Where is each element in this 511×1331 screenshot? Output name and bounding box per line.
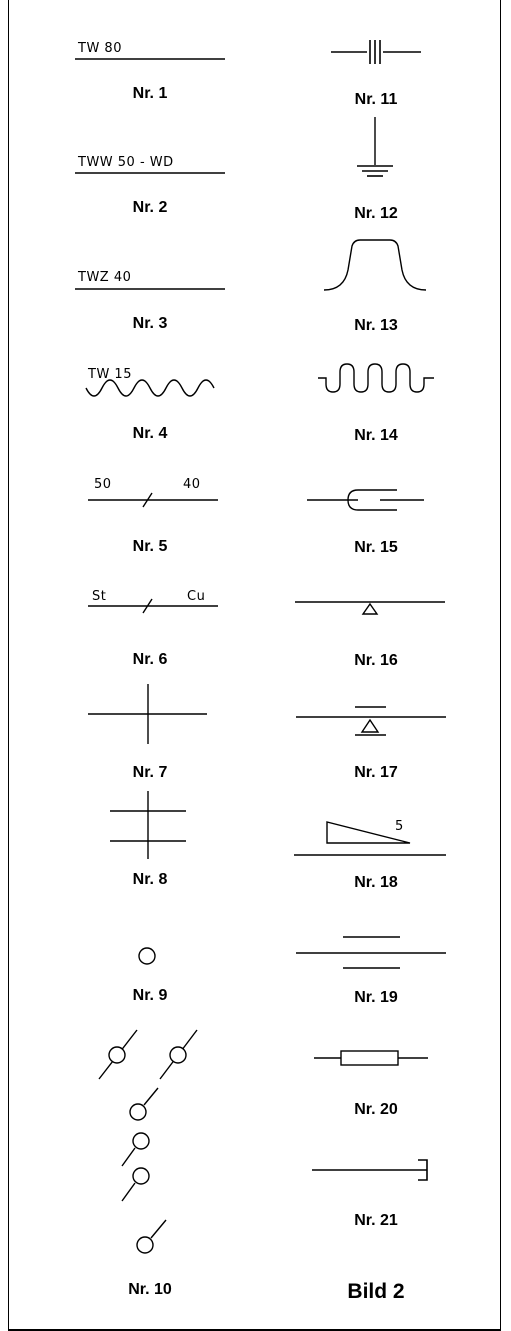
symbol-nr-6: St Cu Nr. 6 <box>88 589 218 668</box>
circle-arrow-icon <box>121 1132 150 1167</box>
symbol-nr-2: TWW 50 - WD Nr. 2 <box>75 155 225 216</box>
symbol-nr-20: Nr. 20 <box>314 1050 428 1118</box>
slope-wedge-icon <box>326 821 411 844</box>
symbol-4-label: Nr. 4 <box>133 425 168 442</box>
symbol-9-label: Nr. 9 <box>133 987 168 1004</box>
triangle-support-icon <box>360 718 380 733</box>
symbol-20-label: Nr. 20 <box>354 1101 398 1118</box>
symbol-18-annotation: 5 <box>395 819 404 834</box>
circle-icon <box>138 947 156 965</box>
circle-arrow-icon <box>121 1167 150 1202</box>
symbol-5-annotation-left: 50 <box>94 477 112 492</box>
symbol-nr-16: Nr. 16 <box>295 601 445 669</box>
symbol-10-label: Nr. 10 <box>128 1281 172 1298</box>
symbol-17-label: Nr. 17 <box>354 764 398 781</box>
wavy-line-icon <box>85 379 215 397</box>
symbol-6-annotation-right: Cu <box>187 589 205 604</box>
symbol-nr-7: Nr. 7 <box>88 684 207 781</box>
symbol-nr-8: Nr. 8 <box>110 791 186 888</box>
symbol-5-annotation-right: 40 <box>183 477 201 492</box>
meander-icon <box>318 363 434 393</box>
figure-frame-bottom <box>8 1329 501 1331</box>
symbol-nr-10: Nr. 10 <box>98 1029 198 1298</box>
expansion-loop-icon <box>323 239 427 291</box>
symbol-8-label: Nr. 8 <box>133 871 168 888</box>
symbol-11-label: Nr. 11 <box>355 91 398 108</box>
symbol-1-label: Nr. 1 <box>133 85 168 102</box>
symbol-nr-21: Nr. 21 <box>312 1159 428 1229</box>
symbol-nr-12: Nr. 12 <box>354 117 398 222</box>
symbol-21-label: Nr. 21 <box>354 1212 398 1229</box>
symbol-13-label: Nr. 13 <box>354 317 398 334</box>
circle-arrow-icon <box>98 1029 138 1080</box>
symbol-nr-17: Nr. 17 <box>296 706 446 781</box>
symbol-5-label: Nr. 5 <box>133 538 168 555</box>
rectangle-fitting-icon <box>340 1050 399 1066</box>
symbol-12-label: Nr. 12 <box>354 205 398 222</box>
triangle-support-icon <box>361 602 379 615</box>
symbol-3-label: Nr. 3 <box>133 315 168 332</box>
end-cap-icon <box>418 1159 428 1181</box>
reducer-slash-icon <box>142 492 153 508</box>
circle-arrow-icon <box>159 1029 198 1080</box>
symbol-14-label: Nr. 14 <box>354 427 398 444</box>
symbol-nr-13: Nr. 13 <box>323 239 427 334</box>
symbol-nr-9: Nr. 9 <box>133 947 168 1004</box>
symbol-6-label: Nr. 6 <box>133 651 168 668</box>
symbol-nr-18: 5 Nr. 18 <box>294 819 446 891</box>
symbol-2-label: Nr. 2 <box>133 199 168 216</box>
sleeve-icon <box>347 489 397 511</box>
symbol-nr-5: 50 40 Nr. 5 <box>88 477 218 555</box>
symbol-nr-19: Nr. 19 <box>296 936 446 1006</box>
figure-frame <box>8 0 501 1331</box>
symbol-nr-14: Nr. 14 <box>318 363 434 444</box>
symbol-nr-3: TWZ 40 Nr. 3 <box>75 270 225 332</box>
symbol-nr-1: TW 80 Nr. 1 <box>75 41 225 102</box>
symbol-18-label: Nr. 18 <box>354 874 398 891</box>
symbol-16-label: Nr. 16 <box>354 652 398 669</box>
symbol-4-annotation: TW 15 <box>87 367 132 382</box>
symbol-7-label: Nr. 7 <box>133 764 168 781</box>
symbol-2-annotation: TWW 50 - WD <box>77 155 174 170</box>
symbol-nr-11: Nr. 11 <box>331 40 421 108</box>
symbol-3-annotation: TWZ 40 <box>77 270 131 285</box>
symbol-nr-15: Nr. 15 <box>307 489 424 556</box>
material-slash-icon <box>142 598 153 614</box>
symbol-nr-4: TW 15 Nr. 4 <box>85 367 215 442</box>
circle-arrow-icon <box>136 1219 167 1254</box>
symbol-15-label: Nr. 15 <box>354 539 398 556</box>
symbol-6-annotation-left: St <box>92 589 106 604</box>
symbol-1-annotation: TW 80 <box>77 41 122 56</box>
circle-arrow-icon <box>129 1087 159 1121</box>
symbol-19-label: Nr. 19 <box>354 989 398 1006</box>
figure-caption: Bild 2 <box>347 1280 404 1303</box>
